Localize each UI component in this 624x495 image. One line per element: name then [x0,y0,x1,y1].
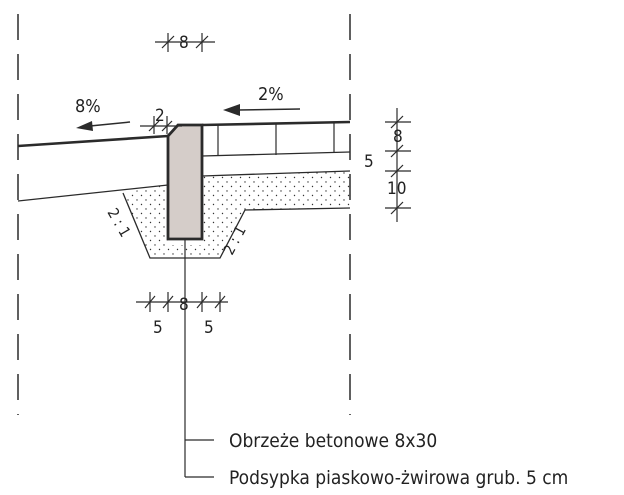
bottom-right-offset-label: 5 [204,318,214,338]
concrete-curb [166,123,204,241]
top-width-dimension [155,33,215,52]
right-surface-line [201,120,351,127]
bedding-thickness-label: 5 [364,152,374,172]
top-width-label: 8 [179,33,189,53]
bedding-top-line [201,170,351,177]
bottom-width-dimension [136,292,228,312]
left-slope-label: 8% [75,96,101,117]
left-slope-arrow [76,121,131,131]
bedding-layer [123,171,350,258]
bottom-width-label: 8 [179,295,189,315]
legend-item-bedding: Podsypka piaskowo-żwirowa grub. 5 cm [229,467,568,489]
trench-outline [122,192,351,259]
legend-leader [184,239,214,478]
right-slope-label: 2% [258,84,284,105]
base-thickness-label: 10 [387,179,406,199]
left-surface-line [17,134,169,148]
legend-item-curb: Obrzeże betonowe 8x30 [229,430,437,452]
curb-step-dimension [140,116,182,134]
right-vertical-dimension [385,108,411,222]
left-subgrade-line [17,184,169,202]
paver-thickness-label: 8 [393,127,403,147]
right-slope-arrow [223,104,301,116]
bottom-left-offset-label: 5 [153,318,163,338]
curb-step-label: 2 [155,106,165,126]
